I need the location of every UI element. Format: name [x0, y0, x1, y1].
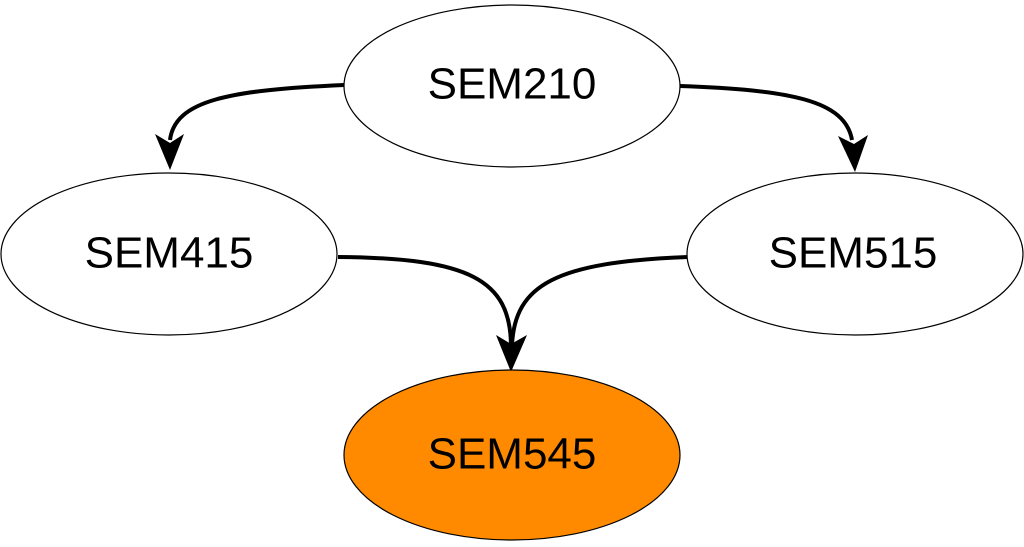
edge-sem210-to-sem515 — [679, 84, 854, 141]
node-sem415-label: SEM415 — [85, 229, 254, 278]
node-sem210-label: SEM210 — [428, 60, 597, 109]
edge-sem210-to-sem515-arrowhead — [838, 135, 868, 172]
edge-sem210-to-sem415-arrowhead — [155, 134, 184, 170]
edge-to-sem545-arrowhead — [496, 335, 527, 372]
edge-sem210-to-sem415 — [168, 83, 345, 141]
edge-sem415-to-sem545 — [337, 255, 513, 346]
node-sem515-label: SEM515 — [769, 229, 938, 278]
node-sem515: SEM515 — [686, 172, 1024, 336]
node-sem545-label: SEM545 — [428, 430, 597, 479]
node-sem545-shape — [343, 369, 681, 541]
edges — [155, 83, 868, 372]
node-sem415: SEM415 — [0, 172, 338, 336]
node-sem210: SEM210 — [343, 4, 681, 168]
node-sem415-shape — [0, 172, 338, 336]
node-sem515-shape — [686, 172, 1024, 336]
node-sem545: SEM545 — [343, 369, 681, 541]
node-sem210-shape — [343, 4, 681, 168]
edge-sem515-to-sem545 — [510, 255, 689, 346]
